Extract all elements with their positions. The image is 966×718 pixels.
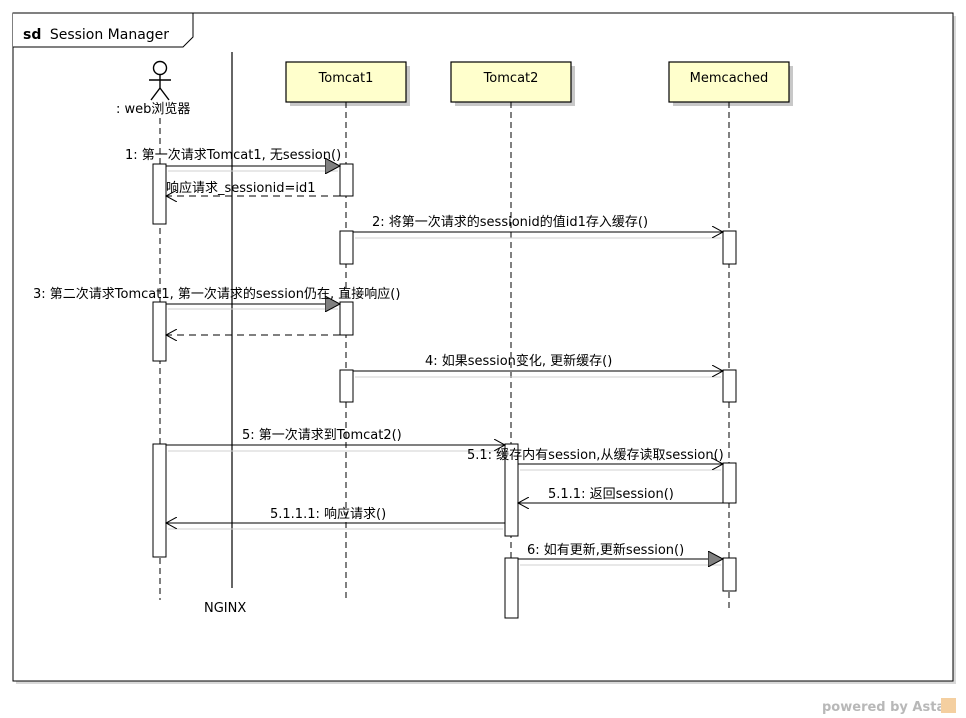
- lifeline-memcached: Memcached: [668, 61, 793, 106]
- activation-tomcat1-3: [339, 301, 354, 336]
- frame-title: sd Session Manager: [23, 27, 169, 43]
- activation-memcached-1: [722, 230, 737, 265]
- activation-actor-1: [152, 163, 167, 225]
- activation-memcached-3: [722, 462, 737, 504]
- message-5-1-1-1-label: 5.1.1.1: 响应请求(): [270, 506, 386, 522]
- watermark-text: powered by Astah: [822, 700, 954, 715]
- activation-memcached-4: [722, 557, 737, 592]
- lifeline-memcached-label: Memcached: [690, 71, 769, 86]
- message-5-1-1-label: 5.1.1: 返回session(): [548, 487, 674, 502]
- message-5-label: 5: 第一次请求到Tomcat2(): [242, 427, 402, 443]
- frame-title-tab: [13, 12, 194, 48]
- activation-actor-3: [152, 443, 167, 558]
- activation-tomcat1-1: [339, 163, 354, 197]
- message-shadows: [168, 170, 721, 566]
- message-reply-1-label: 响应请求_sessionid=id1: [166, 180, 316, 196]
- message-3-label: 3: 第二次请求Tomcat1, 第一次请求的session仍在, 直接响应(): [33, 286, 400, 302]
- message-2-label: 2: 将第一次请求的sessionid的值id1存入缓存(): [372, 214, 648, 230]
- message-5-1-label: 5.1: 缓存内有session,从缓存读取session(): [467, 447, 724, 463]
- activation-tomcat1-4: [339, 369, 354, 403]
- actor-label: : web浏览器: [116, 101, 190, 117]
- message-6-label: 6: 如有更新,更新session(): [527, 542, 684, 558]
- activation-tomcat2-2: [504, 557, 519, 619]
- frame-keyword: sd: [23, 27, 41, 43]
- activation-tomcat1-2: [339, 230, 354, 265]
- lifeline-tomcat2: Tomcat2: [450, 61, 575, 106]
- message-1-label: 1: 第一次请求Tomcat1, 无session(): [125, 147, 341, 163]
- sequence-frame: [12, 12, 954, 682]
- message-4-label: 4: 如果session变化, 更新缓存(): [425, 353, 612, 369]
- actor-figure: [149, 60, 171, 101]
- activation-actor-2: [152, 301, 167, 362]
- lifeline-tomcat1-label: Tomcat1: [318, 71, 374, 86]
- lifeline-tomcat2-label: Tomcat2: [483, 71, 539, 86]
- frame-name: Session Manager: [50, 27, 169, 43]
- astah-logo-icon: [941, 698, 956, 713]
- nginx-label: NGINX: [204, 601, 246, 616]
- lifeline-tomcat1: Tomcat1: [285, 61, 410, 106]
- activation-tomcat2-1: [504, 443, 519, 537]
- activation-memcached-2: [722, 369, 737, 403]
